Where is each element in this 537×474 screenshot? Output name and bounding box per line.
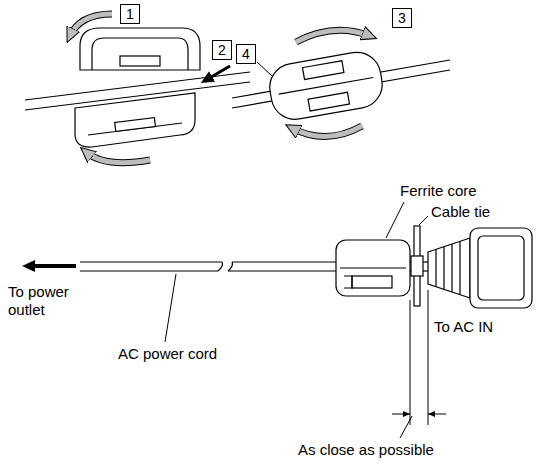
callout-number: 3 — [398, 11, 406, 25]
insert-arrow — [206, 66, 230, 80]
core-latch — [115, 118, 156, 132]
break-mark — [218, 262, 233, 271]
strain-relief-ridges — [436, 241, 460, 295]
ferrite-core — [336, 240, 410, 296]
power-cord — [25, 72, 250, 110]
leader-line — [257, 62, 272, 76]
leader-line — [400, 416, 412, 438]
plug-body — [470, 228, 532, 308]
close-arrow — [86, 152, 150, 163]
dimension-line — [410, 300, 411, 425]
dimension-arrow — [392, 414, 410, 415]
callout-number: 4 — [242, 47, 250, 61]
core-upper-detail — [92, 38, 188, 70]
part-label: Cable tie — [431, 203, 490, 221]
core-latch — [120, 56, 160, 66]
part-label: To power outlet — [8, 283, 82, 319]
part-label: As close as possible — [298, 441, 434, 459]
callout-box: 3 — [392, 8, 412, 28]
core-seam — [340, 267, 406, 268]
close-arrow — [70, 14, 112, 36]
cord-line — [80, 270, 218, 271]
cord-line — [228, 270, 336, 271]
leader-line — [386, 202, 404, 238]
callout-box: 2 — [212, 40, 232, 60]
core-latch — [344, 276, 352, 288]
core-latch — [308, 92, 349, 111]
tie-head — [411, 256, 423, 276]
core-latch — [302, 61, 343, 80]
closed-core — [266, 49, 386, 124]
core-latch — [352, 276, 392, 288]
close-arrow — [292, 126, 362, 137]
strain-relief — [428, 238, 470, 298]
core-upper-half — [80, 28, 200, 70]
plug-face — [478, 236, 524, 300]
core-body — [266, 49, 386, 124]
close-arrow — [70, 14, 112, 36]
close-arrow — [86, 152, 150, 163]
callout-number: 2 — [218, 43, 226, 57]
close-arrow — [296, 30, 370, 42]
open-core — [75, 28, 200, 147]
cable-tie — [411, 226, 423, 306]
cord-line — [80, 261, 222, 262]
core-seam — [279, 77, 374, 94]
core-body — [336, 240, 410, 296]
close-arrow — [292, 126, 362, 137]
leader-line — [165, 274, 176, 342]
direction-arrow — [28, 264, 76, 268]
dimension-line — [428, 290, 429, 425]
dimension-arrow — [428, 414, 446, 415]
callout-box: 4 — [236, 44, 256, 64]
leader-line — [419, 216, 428, 225]
callout-box: 1 — [120, 4, 140, 24]
callout-number: 1 — [126, 7, 134, 21]
part-label: To AC IN — [434, 318, 493, 336]
cord-line — [25, 82, 250, 110]
close-arrow — [296, 30, 370, 42]
cord-line — [232, 261, 336, 262]
power-plug — [428, 228, 532, 308]
part-label: Ferrite core — [400, 182, 477, 200]
part-label: AC power cord — [118, 345, 217, 363]
